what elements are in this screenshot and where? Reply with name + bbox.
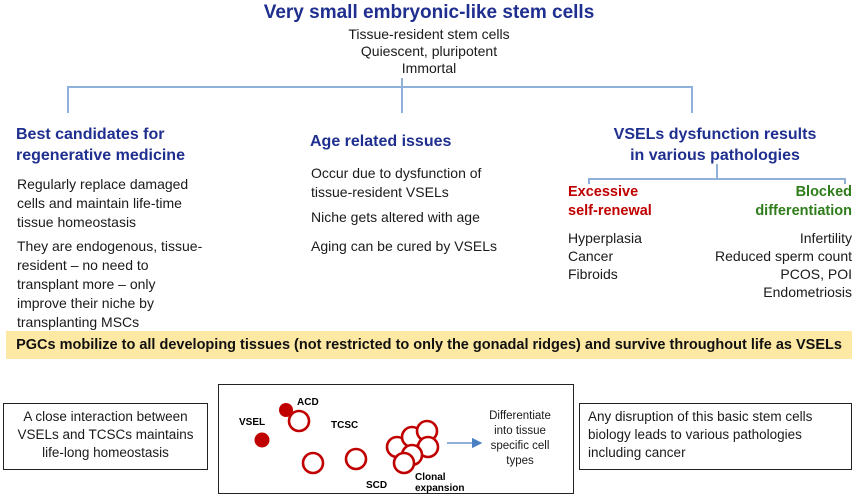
acd-label: ACD (297, 397, 319, 408)
col1-p2-line: They are endogenous, tissue- (17, 238, 203, 254)
right-info-line: including cancer (588, 445, 686, 460)
differentiate-line-4: types (506, 455, 534, 467)
list-item: Infertility (799, 230, 852, 246)
pgc-banner: PGCs mobilize to all developing tissues … (6, 331, 852, 359)
connector-trunk (401, 78, 403, 87)
col2-paragraph-2: Niche gets altered with age (311, 209, 480, 225)
connector-drop-left (67, 86, 69, 113)
blocked-differentiation-heading: Blocked differentiation (755, 183, 852, 221)
col3-connector-left (588, 178, 590, 184)
page-title: Very small embryonic-like stem cells (263, 2, 595, 23)
acd-daughter-tcsc (287, 409, 311, 433)
green-heading-line: differentiation (755, 203, 852, 219)
col2-paragraph-3: Aging can be cured by VSELs (311, 238, 498, 254)
pathology-right-list: Infertility Reduced sperm count PCOS, PO… (715, 229, 852, 301)
list-item: Endometriosis (763, 284, 852, 300)
list-item: Fibroids (568, 266, 618, 282)
col1-heading-line-1: Best candidates for (16, 126, 165, 143)
left-info-box: A close interaction between VSELs and TC… (3, 403, 208, 470)
scd-label: SCD (366, 480, 387, 491)
left-info-line: VSELs and TCSCs maintains (17, 427, 194, 442)
right-info-line: Any disruption of this basic stem cells (588, 409, 813, 424)
clonal-label-1: Clonal (415, 472, 446, 483)
col1-p1-line: tissue homeostasis (17, 214, 137, 230)
red-heading-line: self-renewal (568, 203, 652, 219)
excessive-self-renewal-heading: Excessive self-renewal (568, 183, 652, 221)
connector-drop-right (691, 86, 693, 113)
list-item: PCOS, POI (780, 266, 852, 282)
col2-paragraph-1: Occur due to dysfunction of tissue-resid… (311, 164, 481, 202)
vsel-cell (254, 432, 270, 448)
differentiate-line-3: specific cell (491, 440, 550, 452)
right-info-line: biology leads to various pathologies (588, 427, 802, 442)
col1-p2-line: resident – no need to (17, 257, 149, 273)
col1-p1-line: Regularly replace damaged (17, 176, 189, 192)
differentiate-line-1: Differentiate (489, 410, 551, 422)
col1-p2-line: improve their niche by (17, 295, 154, 311)
col1-heading-line-2: regenerative medicine (16, 147, 185, 164)
col1-p1-line: cells and maintain life-time (17, 195, 182, 211)
left-info-text: A close interaction between VSELs and TC… (4, 404, 207, 462)
header-line-2: Quiescent, pluripotent (360, 43, 498, 59)
differentiate-line-2: into tissue (494, 425, 546, 437)
col3-connector-right (844, 178, 846, 184)
clonal-cell (392, 451, 416, 475)
col1-p2-line: transplanting MSCs (17, 314, 140, 330)
vsel-label: VSEL (239, 417, 265, 428)
col1-paragraph-1: Regularly replace damaged cells and main… (17, 175, 188, 232)
col1-p2-line: transplant more – only (17, 276, 156, 292)
list-item: Hyperplasia (568, 230, 642, 246)
clonal-label-2: expansion (415, 483, 464, 493)
connector-horizontal (67, 86, 693, 88)
list-item: Reduced sperm count (715, 248, 852, 264)
col2-p1-line: tissue-resident VSELs (311, 184, 449, 200)
green-heading-line: Blocked (795, 184, 852, 200)
col3-connector-stem (716, 164, 718, 179)
right-info-text: Any disruption of this basic stem cells … (580, 404, 851, 462)
right-info-box: Any disruption of this basic stem cells … (579, 403, 852, 470)
connector-drop-center (401, 86, 403, 113)
left-info-line: life-long homeostasis (42, 445, 169, 460)
col2-p1-line: Occur due to dysfunction of (311, 165, 482, 181)
list-item: Cancer (568, 248, 614, 264)
acd-daughter-vsel (279, 403, 293, 417)
col1-paragraph-2: They are endogenous, tissue- resident – … (17, 237, 202, 332)
red-heading-line: Excessive (568, 184, 639, 200)
col2-heading: Age related issues (310, 133, 452, 150)
col1-heading: Best candidates for regenerative medicin… (16, 124, 185, 166)
header-line-3: Immortal (401, 60, 457, 76)
col3-heading-line-1: VSELs dysfunction results (613, 126, 817, 143)
col3-connector-bar (588, 178, 846, 180)
col3-heading: VSELs dysfunction results in various pat… (580, 124, 850, 166)
left-info-line: A close interaction between (23, 409, 188, 424)
tcsc-label: TCSC (331, 420, 358, 431)
scd-cell (301, 451, 325, 475)
cell-diagram-box: VSEL ACD TCSC SCD Clonal expansion Diffe… (218, 384, 574, 494)
scd-cell (344, 447, 368, 471)
cell-diagram: VSEL ACD TCSC SCD Clonal expansion Diffe… (239, 397, 551, 493)
pathology-left-list: Hyperplasia Cancer Fibroids (568, 229, 642, 283)
col3-heading-line-2: in various pathologies (630, 147, 800, 164)
header-line-1: Tissue-resident stem cells (348, 26, 510, 42)
